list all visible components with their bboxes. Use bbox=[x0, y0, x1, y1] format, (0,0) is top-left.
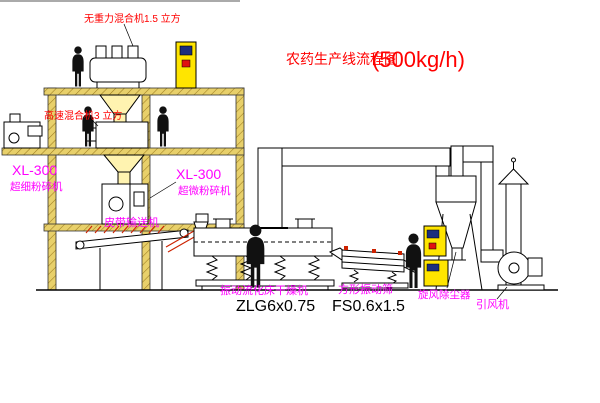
belt-conveyor-belt bbox=[75, 229, 189, 250]
worker-figure bbox=[72, 46, 84, 87]
exhaust-duct bbox=[252, 147, 451, 229]
label-mill-mid-model: XL-300 bbox=[176, 166, 221, 182]
label-mill-mid-name: 超微粉碎机 bbox=[178, 184, 231, 197]
control-cabinet bbox=[175, 41, 197, 89]
feed-chute-marks bbox=[165, 230, 197, 253]
control-box-lower bbox=[423, 259, 449, 287]
label-screen-name: 方形振动筛 bbox=[338, 282, 393, 296]
drawing-capacity: (500kg/h) bbox=[372, 47, 465, 72]
label-belt-conveyor: 皮带输送机 bbox=[104, 215, 159, 229]
worker-figure bbox=[157, 106, 169, 147]
spring-mount bbox=[307, 255, 321, 281]
belt-conveyor bbox=[75, 228, 189, 290]
left-mill bbox=[3, 113, 43, 149]
fan-scroll bbox=[497, 251, 531, 285]
stack-cap bbox=[497, 168, 530, 185]
pulverizer bbox=[101, 183, 149, 225]
cyclone-cone bbox=[435, 201, 477, 249]
spring-mount bbox=[273, 255, 287, 281]
cyclone-separator bbox=[435, 145, 483, 291]
fan-motor bbox=[527, 257, 543, 277]
cyclone-barrel bbox=[435, 175, 477, 203]
spring-mount bbox=[205, 255, 219, 281]
leader-lines bbox=[89, 23, 508, 300]
downcomer-duct bbox=[480, 161, 494, 253]
label-mill-left-name: 超细粉碎机 bbox=[10, 180, 63, 193]
fan-inlet-duct bbox=[462, 145, 504, 263]
draft-fan bbox=[497, 251, 545, 291]
label-mill-left-model: XL-300 bbox=[12, 162, 57, 178]
gravity-mixer bbox=[89, 45, 147, 123]
horizontal-duct bbox=[281, 147, 451, 167]
vibrating-screen bbox=[328, 246, 417, 289]
high-speed-mixer-body bbox=[95, 121, 149, 149]
label-screen-model: FS0.6x1.5 bbox=[332, 298, 405, 315]
spring-mount bbox=[386, 271, 398, 285]
label-fan: 引风机 bbox=[476, 297, 509, 311]
screen-body bbox=[341, 249, 405, 273]
label-gravity-mixer: 无重力混合机1.5 立方 bbox=[84, 12, 181, 25]
label-dryer-name: 振动流化床干燥机 bbox=[220, 283, 308, 297]
high-speed-mixer-hopper bbox=[102, 154, 146, 173]
worker-figure bbox=[405, 233, 422, 288]
drawing-title: 农药生产线流程图 bbox=[286, 51, 398, 67]
label-dryer-model: ZLG6x0.75 bbox=[236, 298, 315, 315]
floor-opening-hatch bbox=[85, 225, 165, 234]
gravity-mixer-body bbox=[89, 57, 147, 83]
label-highspeed-mixer: 高速混合机3 立方 bbox=[44, 109, 122, 122]
riser-duct bbox=[257, 147, 283, 229]
spring-mount bbox=[348, 269, 360, 283]
label-cyclone: 旋风除尘器 bbox=[418, 288, 471, 301]
control-box-upper bbox=[423, 225, 447, 257]
